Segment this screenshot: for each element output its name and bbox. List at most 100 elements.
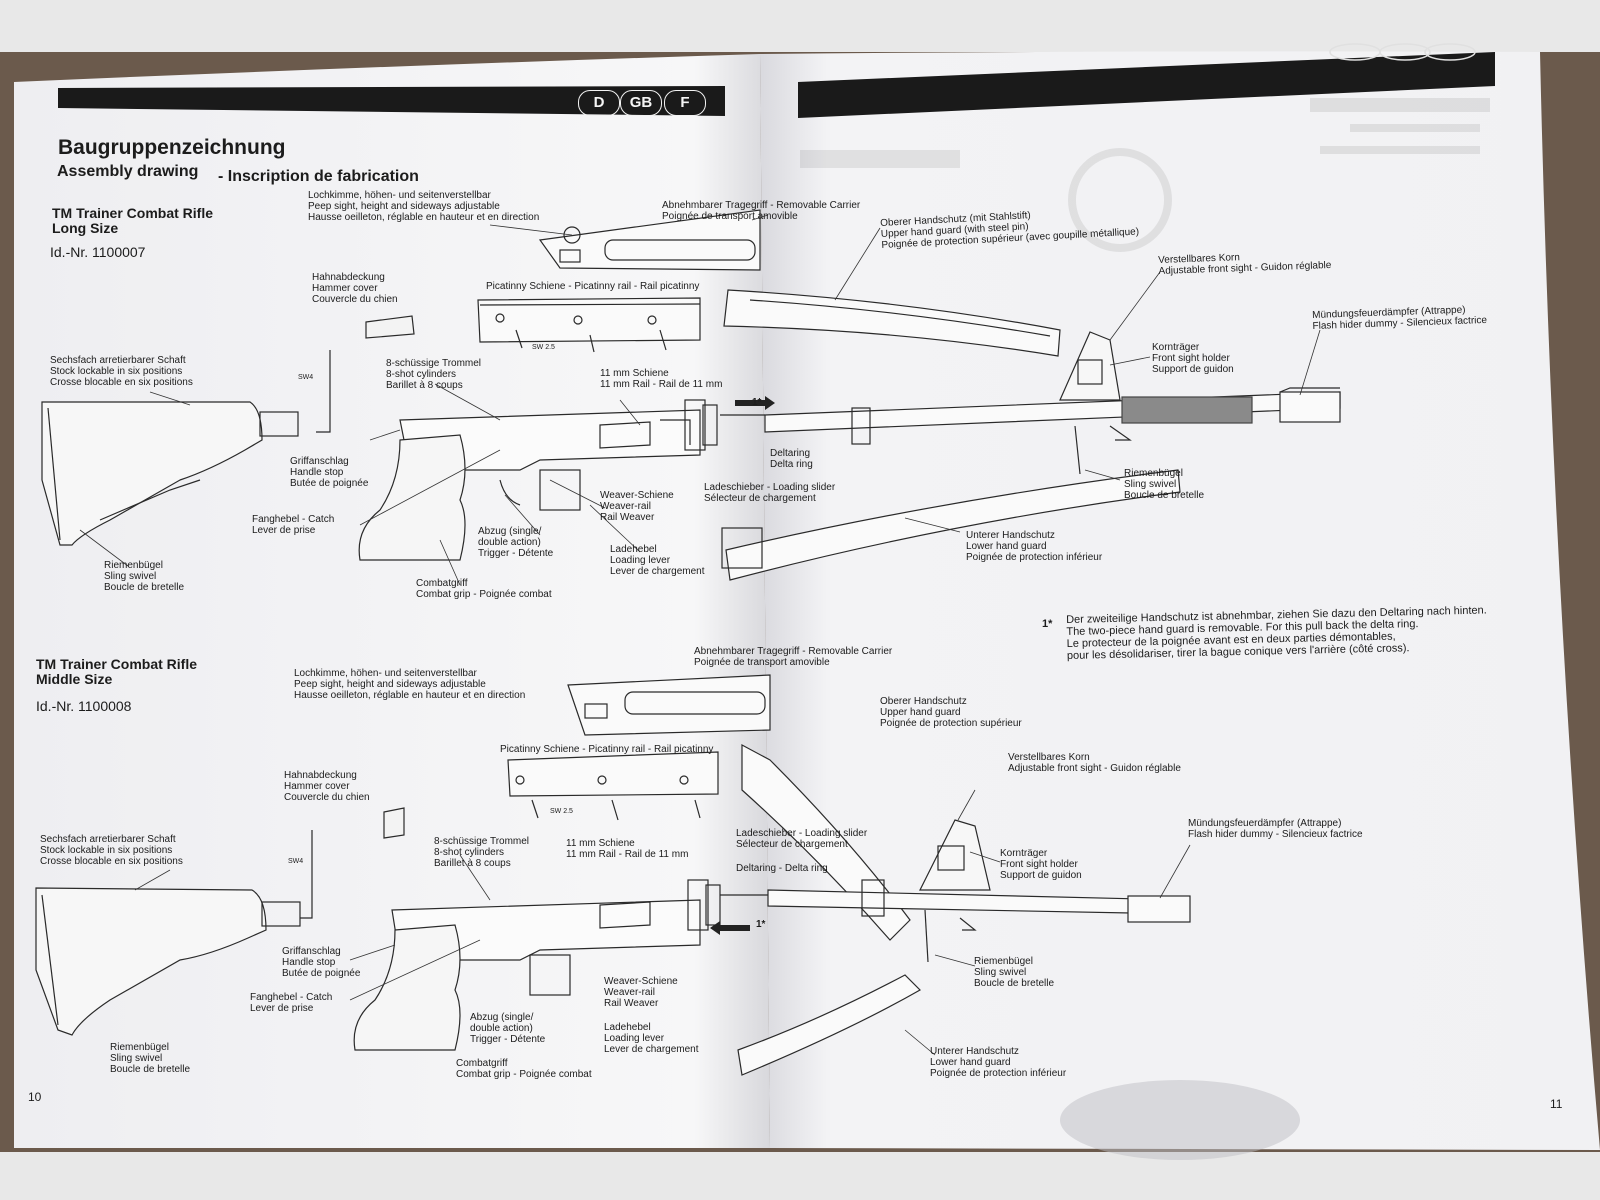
- label-loading-slider-long-1: Ladeschieber - Loading slider: [704, 482, 836, 493]
- label-delta-ring-middle: Deltaring - Delta ring: [736, 863, 828, 874]
- label-sw4-middle: SW4: [288, 858, 304, 865]
- page-number-right: 11: [1550, 1097, 1563, 1111]
- label-loading-lever-middle-en: Loading lever: [604, 1033, 665, 1044]
- label-peep-sight-middle-fr: Hausse oeilleton, réglable en hauteur et…: [294, 690, 526, 701]
- label-catch-middle-2: Lever de prise: [250, 1003, 314, 1014]
- label-loading-lever-long-fr: Lever de chargement: [610, 566, 705, 577]
- label-sw25-middle: SW 2.5: [550, 808, 573, 815]
- label-sling-middle: Riemenbügel Sling swivel Boucle de brete…: [110, 1042, 190, 1075]
- page-subtitle-fr: - Inscription de fabrication: [218, 168, 419, 185]
- label-handle-stop-long-en: Handle stop: [290, 467, 344, 478]
- label-lower-guard-long: Unterer Handschutz Lower hand guard Poig…: [966, 530, 1102, 563]
- label-combat-grip-long: Combatgriff Combat grip - Poignée combat: [416, 578, 552, 600]
- label-stock-middle-de: Sechsfach arretierbarer Schaft: [40, 834, 176, 845]
- page-number-left: 10: [28, 1090, 42, 1104]
- label-sling-right-long: Riemenbügel Sling swivel Boucle de brete…: [1124, 468, 1204, 501]
- label-sling-right-middle-fr: Boucle de bretelle: [974, 978, 1055, 989]
- label-flash-hider-middle-en: Flash hider dummy - Silencieux factrice: [1188, 829, 1363, 840]
- middle-model-id: Id.-Nr. 1100008: [36, 698, 132, 714]
- label-trigger-middle-3: Trigger - Détente: [470, 1034, 546, 1045]
- lang-badge-gb-label: GB: [629, 94, 653, 111]
- right-banner: [798, 52, 1495, 118]
- label-weaver-middle-en: Weaver-rail: [604, 987, 655, 998]
- label-rail11-middle: 11 mm Schiene 11 mm Rail - Rail de 11 mm: [566, 838, 688, 860]
- rifle-long-drawing: [41, 209, 1341, 581]
- label-hammer-cover-long-en: Hammer cover: [312, 283, 378, 294]
- label-stock-middle-en: Stock lockable in six positions: [40, 845, 173, 856]
- label-catch-middle: Fanghebel - Catch Lever de prise: [250, 992, 332, 1014]
- label-peep-sight-middle-de: Lochkimme, höhen- und seitenverstellbar: [294, 668, 477, 679]
- label-carrier-middle-1: Abnehmbarer Tragegriff - Removable Carri…: [694, 646, 893, 657]
- long-model-name-1: TM Trainer Combat Rifle: [52, 205, 214, 221]
- label-lower-guard-middle-de: Unterer Handschutz: [930, 1046, 1019, 1057]
- label-loading-slider-long: Ladeschieber - Loading slider Sélecteur …: [704, 482, 835, 504]
- label-trigger-long: Abzug (single/ double action) Trigger - …: [478, 526, 553, 559]
- label-combat-grip-middle: Combatgriff Combat grip - Poignée combat: [456, 1058, 592, 1080]
- label-hammer-cover-middle-fr: Couvercle du chien: [284, 792, 370, 803]
- label-drum-long: 8-schüssige Trommel 8-shot cylinders Bar…: [386, 358, 481, 391]
- label-drum-long-en: 8-shot cylinders: [386, 369, 457, 380]
- rifle-middle-drawing: [35, 674, 1191, 1076]
- label-sight-holder-middle-en: Front sight holder: [1000, 859, 1078, 870]
- label-flash-hider-middle-de: Mündungsfeuerdämpfer (Attrappe): [1188, 818, 1342, 829]
- label-carrier-long-1: Abnehmbarer Tragegriff - Removable Carri…: [662, 200, 861, 211]
- label-hammer-cover-long-de: Hahnabdeckung: [312, 272, 385, 283]
- label-sight-holder-long-fr: Support de guidon: [1152, 364, 1234, 375]
- label-front-sight-middle: Verstellbares Korn Adjustable front sigh…: [1008, 752, 1181, 774]
- label-hammer-cover-long-fr: Couvercle du chien: [312, 294, 398, 305]
- label-weaver-long-en: Weaver-rail: [600, 501, 651, 512]
- label-sling-long-en: Sling swivel: [104, 571, 157, 582]
- label-carrier-middle: Abnehmbarer Tragegriff - Removable Carri…: [694, 646, 892, 668]
- label-handle-stop-long-de: Griffanschlag: [290, 456, 349, 467]
- label-picatinny-middle: Picatinny Schiene - Picatinny rail - Rai…: [500, 744, 714, 755]
- label-weaver-middle-fr: Rail Weaver: [604, 998, 659, 1009]
- label-sling-right-long-en: Sling swivel: [1124, 479, 1177, 490]
- label-hammer-cover-middle-de: Hahnabdeckung: [284, 770, 357, 781]
- label-arrow-middle: 1*: [756, 919, 766, 930]
- label-upper-guard-middle-fr: Poignée de protection supérieur: [880, 718, 1022, 729]
- label-combat-grip-long-en: Combat grip - Poignée combat: [416, 589, 552, 600]
- label-delta-ring-long: Deltaring Delta ring: [770, 448, 813, 470]
- label-sling-long: Riemenbügel Sling swivel Boucle de brete…: [104, 560, 184, 593]
- label-weaver-long-de: Weaver-Schiene: [600, 490, 674, 501]
- lang-badge-gb: GB: [620, 90, 662, 116]
- label-weaver-long: Weaver-Schiene Weaver-rail Rail Weaver: [600, 490, 674, 523]
- label-carrier-long-2: Poignée de transport amovible: [662, 211, 798, 222]
- label-combat-grip-middle-de: Combatgriff: [456, 1058, 508, 1069]
- label-lower-guard-middle-en: Lower hand guard: [930, 1057, 1011, 1068]
- label-sight-holder-long-de: Kornträger: [1152, 342, 1200, 353]
- label-hammer-cover-middle-en: Hammer cover: [284, 781, 350, 792]
- left-banner: [58, 86, 725, 116]
- note-marker: 1*: [1042, 618, 1053, 630]
- label-sight-holder-middle: Kornträger Front sight holder Support de…: [1000, 848, 1082, 881]
- label-drum-middle: 8-schüssige Trommel 8-shot cylinders Bar…: [434, 836, 529, 869]
- label-delta-ring-long-de: Deltaring: [770, 448, 811, 459]
- label-sling-middle-de: Riemenbügel: [110, 1042, 169, 1053]
- label-hammer-cover-middle: Hahnabdeckung Hammer cover Couvercle du …: [284, 770, 370, 803]
- handguard-note: Der zweiteilige Handschutz ist abnehmbar…: [1066, 604, 1488, 662]
- label-hammer-cover-long: Hahnabdeckung Hammer cover Couvercle du …: [312, 272, 398, 305]
- label-upper-guard-middle-en: Upper hand guard: [880, 707, 961, 718]
- label-handle-stop-middle: Griffanschlag Handle stop Butée de poign…: [282, 946, 360, 979]
- label-catch-long-1: Fanghebel - Catch: [252, 514, 335, 525]
- label-catch-long: Fanghebel - Catch Lever de prise: [252, 514, 334, 536]
- label-handle-stop-middle-de: Griffanschlag: [282, 946, 341, 957]
- label-trigger-long-1: Abzug (single/: [478, 526, 542, 537]
- label-rail11-middle-1: 11 mm Schiene: [566, 838, 635, 849]
- label-loading-slider-middle: Ladeschieber - Loading slider Sélecteur …: [736, 828, 867, 850]
- label-trigger-long-2: double action): [478, 537, 541, 548]
- label-loading-lever-middle-fr: Lever de chargement: [604, 1044, 699, 1055]
- label-trigger-middle-1: Abzug (single/: [470, 1012, 534, 1023]
- page-title: Baugruppenzeichnung: [58, 136, 286, 159]
- label-lower-guard-middle-fr: Poignée de protection inférieur: [930, 1068, 1067, 1079]
- page-subtitle-en: Assembly drawing: [57, 163, 199, 180]
- label-combat-grip-middle-en: Combat grip - Poignée combat: [456, 1069, 592, 1080]
- label-catch-long-2: Lever de prise: [252, 525, 316, 536]
- label-carrier-middle-2: Poignée de transport amovible: [694, 657, 830, 668]
- label-stock-long: Sechsfach arretierbarer Schaft Stock loc…: [50, 355, 193, 388]
- label-drum-middle-en: 8-shot cylinders: [434, 847, 505, 858]
- label-trigger-long-3: Trigger - Détente: [478, 548, 554, 559]
- label-sling-long-fr: Boucle de bretelle: [104, 582, 185, 593]
- label-sling-right-long-fr: Boucle de bretelle: [1124, 490, 1205, 501]
- label-arrow-long: 1*: [752, 397, 762, 408]
